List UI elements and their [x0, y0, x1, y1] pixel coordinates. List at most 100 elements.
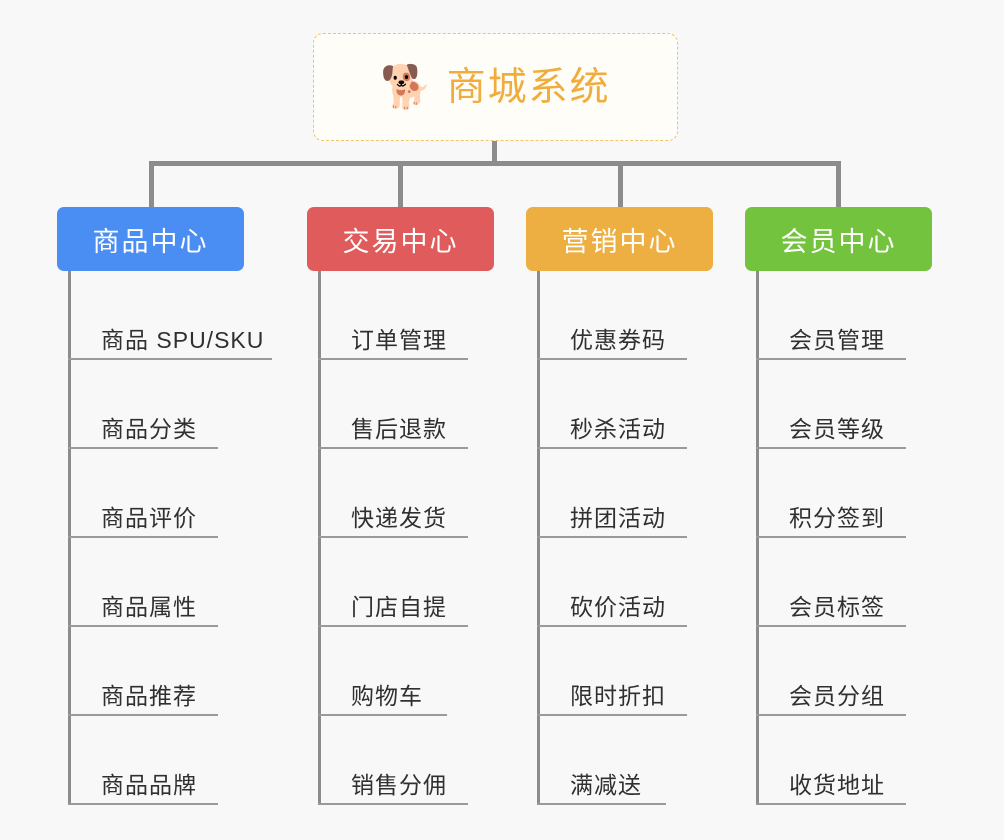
list-item[interactable]: 订单管理	[318, 271, 494, 360]
list-item-label: 商品 SPU/SKU	[101, 327, 265, 353]
list-item-underline	[756, 714, 906, 716]
list-item-underline	[318, 447, 468, 449]
column-spine	[756, 271, 759, 805]
list-item-underline	[537, 358, 687, 360]
list-item-label: 会员分组	[789, 683, 885, 709]
connector-drop-1	[149, 161, 154, 208]
list-item-label: 订单管理	[351, 327, 447, 353]
list-item[interactable]: 商品品牌	[68, 716, 244, 805]
list-item-label: 限时折扣	[570, 683, 666, 709]
list-item-underline	[537, 714, 687, 716]
list-item[interactable]: 限时折扣	[537, 627, 713, 716]
category-header-label: 商品中心	[92, 226, 209, 257]
list-item-label: 商品属性	[101, 594, 197, 620]
connector-root-stem	[492, 141, 497, 165]
category-header-3[interactable]: 营销中心	[526, 207, 713, 271]
list-item[interactable]: 会员标签	[756, 538, 932, 627]
list-item-label: 销售分佣	[351, 772, 447, 798]
list-item[interactable]: 购物车	[318, 627, 494, 716]
list-item-underline	[68, 625, 218, 627]
list-item-underline	[756, 358, 906, 360]
list-item-underline	[537, 625, 687, 627]
list-item-underline	[68, 536, 218, 538]
category-header-label: 会员中心	[780, 226, 897, 257]
category-header-2[interactable]: 交易中心	[307, 207, 494, 271]
list-item[interactable]: 商品分类	[68, 360, 244, 449]
column-spine	[318, 271, 321, 805]
list-item-underline	[537, 447, 687, 449]
list-item-label: 商品推荐	[101, 683, 197, 709]
list-item[interactable]: 销售分佣	[318, 716, 494, 805]
category-items-3: 优惠券码秒杀活动拼团活动砍价活动限时折扣满减送	[537, 271, 713, 805]
list-item[interactable]: 快递发货	[318, 449, 494, 538]
list-item[interactable]: 商品属性	[68, 538, 244, 627]
list-item-underline	[68, 714, 218, 716]
connector-horizontal-bar	[149, 161, 841, 166]
list-item-underline	[68, 447, 218, 449]
connector-drop-4	[836, 161, 841, 208]
list-item-underline	[318, 803, 468, 805]
list-item[interactable]: 售后退款	[318, 360, 494, 449]
list-item-underline	[756, 803, 906, 805]
list-item[interactable]: 优惠券码	[537, 271, 713, 360]
list-item-underline	[318, 625, 468, 627]
column-spine	[537, 271, 540, 805]
list-item[interactable]: 商品 SPU/SKU	[68, 271, 272, 360]
list-item-underline	[537, 803, 666, 805]
list-item[interactable]: 拼团活动	[537, 449, 713, 538]
root-node-title: 商城系统	[446, 65, 611, 109]
category-column-1: 商品中心商品 SPU/SKU 商品分类商品评价商品属性商品推荐商品品牌	[57, 207, 272, 805]
list-item-label: 优惠券码	[570, 327, 666, 353]
column-spine	[68, 271, 71, 805]
list-item-label: 商品评价	[101, 505, 197, 531]
category-column-4: 会员中心会员管理会员等级积分签到会员标签会员分组收货地址	[745, 207, 932, 805]
list-item-label: 拼团活动	[570, 505, 666, 531]
list-item-label: 商品品牌	[101, 772, 197, 798]
list-item-underline	[68, 358, 272, 360]
list-item[interactable]: 积分签到	[756, 449, 932, 538]
list-item[interactable]: 收货地址	[756, 716, 932, 805]
list-item-underline	[68, 803, 218, 805]
list-item[interactable]: 商品推荐	[68, 627, 244, 716]
list-item-underline	[318, 536, 468, 538]
list-item[interactable]: 会员等级	[756, 360, 932, 449]
list-item[interactable]: 商品评价	[68, 449, 244, 538]
list-item-label: 会员标签	[789, 594, 885, 620]
list-item-label: 商品分类	[101, 416, 197, 442]
connector-drop-3	[618, 161, 623, 208]
list-item-underline	[318, 714, 447, 716]
category-column-3: 营销中心优惠券码秒杀活动拼团活动砍价活动限时折扣满减送	[526, 207, 713, 805]
list-item[interactable]: 砍价活动	[537, 538, 713, 627]
category-items-1: 商品 SPU/SKU 商品分类商品评价商品属性商品推荐商品品牌	[68, 271, 272, 805]
list-item-underline	[756, 536, 906, 538]
list-item[interactable]: 会员分组	[756, 627, 932, 716]
category-header-4[interactable]: 会员中心	[745, 207, 932, 271]
list-item-label: 会员等级	[789, 416, 885, 442]
shiba-dog-face-icon: 🐕	[380, 63, 433, 110]
category-header-label: 营销中心	[561, 226, 678, 257]
category-header-1[interactable]: 商品中心	[57, 207, 244, 271]
list-item-label: 砍价活动	[570, 594, 666, 620]
list-item-label: 积分签到	[789, 505, 885, 531]
list-item[interactable]: 会员管理	[756, 271, 932, 360]
list-item-label: 售后退款	[351, 416, 447, 442]
list-item-label: 收货地址	[789, 772, 885, 798]
list-item[interactable]: 门店自提	[318, 538, 494, 627]
list-item-underline	[318, 358, 468, 360]
list-item-label: 秒杀活动	[570, 416, 666, 442]
list-item-underline	[756, 447, 906, 449]
list-item-label: 购物车	[351, 683, 423, 709]
list-item[interactable]: 满减送	[537, 716, 713, 805]
list-item-label: 门店自提	[351, 594, 447, 620]
category-items-2: 订单管理售后退款快递发货门店自提购物车销售分佣	[318, 271, 494, 805]
list-item-underline	[537, 536, 687, 538]
category-items-4: 会员管理会员等级积分签到会员标签会员分组收货地址	[756, 271, 932, 805]
root-node-mall-system[interactable]: 🐕 商城系统	[313, 33, 678, 141]
list-item-label: 快递发货	[351, 505, 447, 531]
connector-drop-2	[398, 161, 403, 208]
list-item-label: 会员管理	[789, 327, 885, 353]
list-item-underline	[756, 625, 906, 627]
list-item[interactable]: 秒杀活动	[537, 360, 713, 449]
category-header-label: 交易中心	[342, 226, 459, 257]
